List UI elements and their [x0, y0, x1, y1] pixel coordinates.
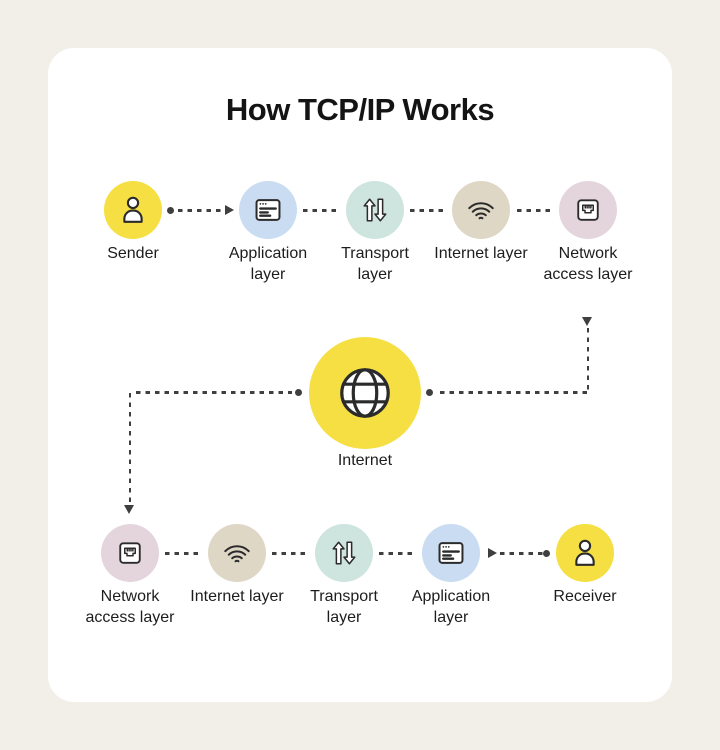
dashed-connector — [178, 209, 224, 212]
node-label: Transport layer — [310, 588, 378, 626]
ethernet-port-icon — [577, 199, 599, 221]
node-sender: Sender — [104, 181, 162, 262]
dashed-connector — [517, 209, 554, 212]
arrowhead-down-icon — [582, 317, 592, 326]
internet-layer-circle — [208, 524, 266, 582]
application-layer-circle — [239, 181, 297, 239]
node-application-layer-top: Application layer — [229, 181, 307, 283]
node-label: Internet layer — [190, 588, 284, 605]
arrowhead-down-icon — [124, 505, 134, 514]
internet-layer-circle — [452, 181, 510, 239]
dashed-connector — [440, 391, 589, 394]
browser-window-icon — [255, 199, 281, 221]
dashed-connector — [303, 209, 340, 212]
up-down-arrows-icon — [332, 541, 356, 565]
node-label: Transport layer — [341, 245, 409, 283]
node-label: Network access layer — [85, 588, 175, 626]
node-label: Sender — [107, 245, 159, 262]
node-label: Application layer — [411, 588, 491, 626]
globe-icon — [340, 368, 390, 418]
node-label: Internet — [337, 452, 393, 469]
dashed-connector — [586, 328, 589, 392]
dashed-connector — [165, 552, 202, 555]
node-internet: Internet — [309, 337, 421, 469]
transport-layer-circle — [346, 181, 404, 239]
node-transport-layer-top: Transport layer — [341, 181, 409, 283]
node-network-access-layer-bottom: Network access layer — [86, 524, 174, 626]
dashed-connector — [379, 552, 416, 555]
node-internet-layer-bottom: Internet layer — [190, 524, 284, 605]
wifi-icon — [224, 545, 250, 563]
receiver-circle — [556, 524, 614, 582]
network-access-layer-circle — [559, 181, 617, 239]
node-label: Application layer — [228, 245, 308, 283]
dashed-connector — [410, 209, 447, 212]
connector-end-dot — [426, 388, 433, 396]
up-down-arrows-icon — [363, 198, 387, 222]
arrowhead-right-icon — [488, 547, 497, 558]
network-access-layer-circle — [101, 524, 159, 582]
connector-start-dot — [167, 206, 174, 214]
dashed-connector — [136, 391, 292, 394]
internet-circle — [309, 337, 421, 449]
wifi-icon — [468, 202, 494, 220]
ethernet-port-icon — [119, 542, 141, 564]
node-internet-layer-top: Internet layer — [434, 181, 528, 262]
dashed-connector — [272, 552, 309, 555]
node-network-access-layer-top: Network access layer — [544, 181, 632, 283]
node-label: Receiver — [553, 588, 617, 605]
connector-start-dot — [295, 388, 302, 396]
sender-circle — [104, 181, 162, 239]
page-title: How TCP/IP Works — [225, 92, 495, 127]
person-icon — [123, 196, 143, 223]
node-label: Network access layer — [543, 245, 633, 283]
node-transport-layer-bottom: Transport layer — [310, 524, 378, 626]
dashed-connector — [128, 393, 131, 503]
application-layer-circle — [422, 524, 480, 582]
browser-window-icon — [438, 542, 464, 564]
node-application-layer-bottom: Application layer — [412, 524, 490, 626]
dashed-connector — [500, 552, 543, 555]
node-receiver: Receiver — [553, 524, 617, 605]
connector-end-dot — [543, 549, 550, 557]
transport-layer-circle — [315, 524, 373, 582]
arrowhead-right-icon — [225, 204, 234, 215]
node-label: Internet layer — [434, 245, 528, 262]
person-icon — [575, 539, 595, 566]
